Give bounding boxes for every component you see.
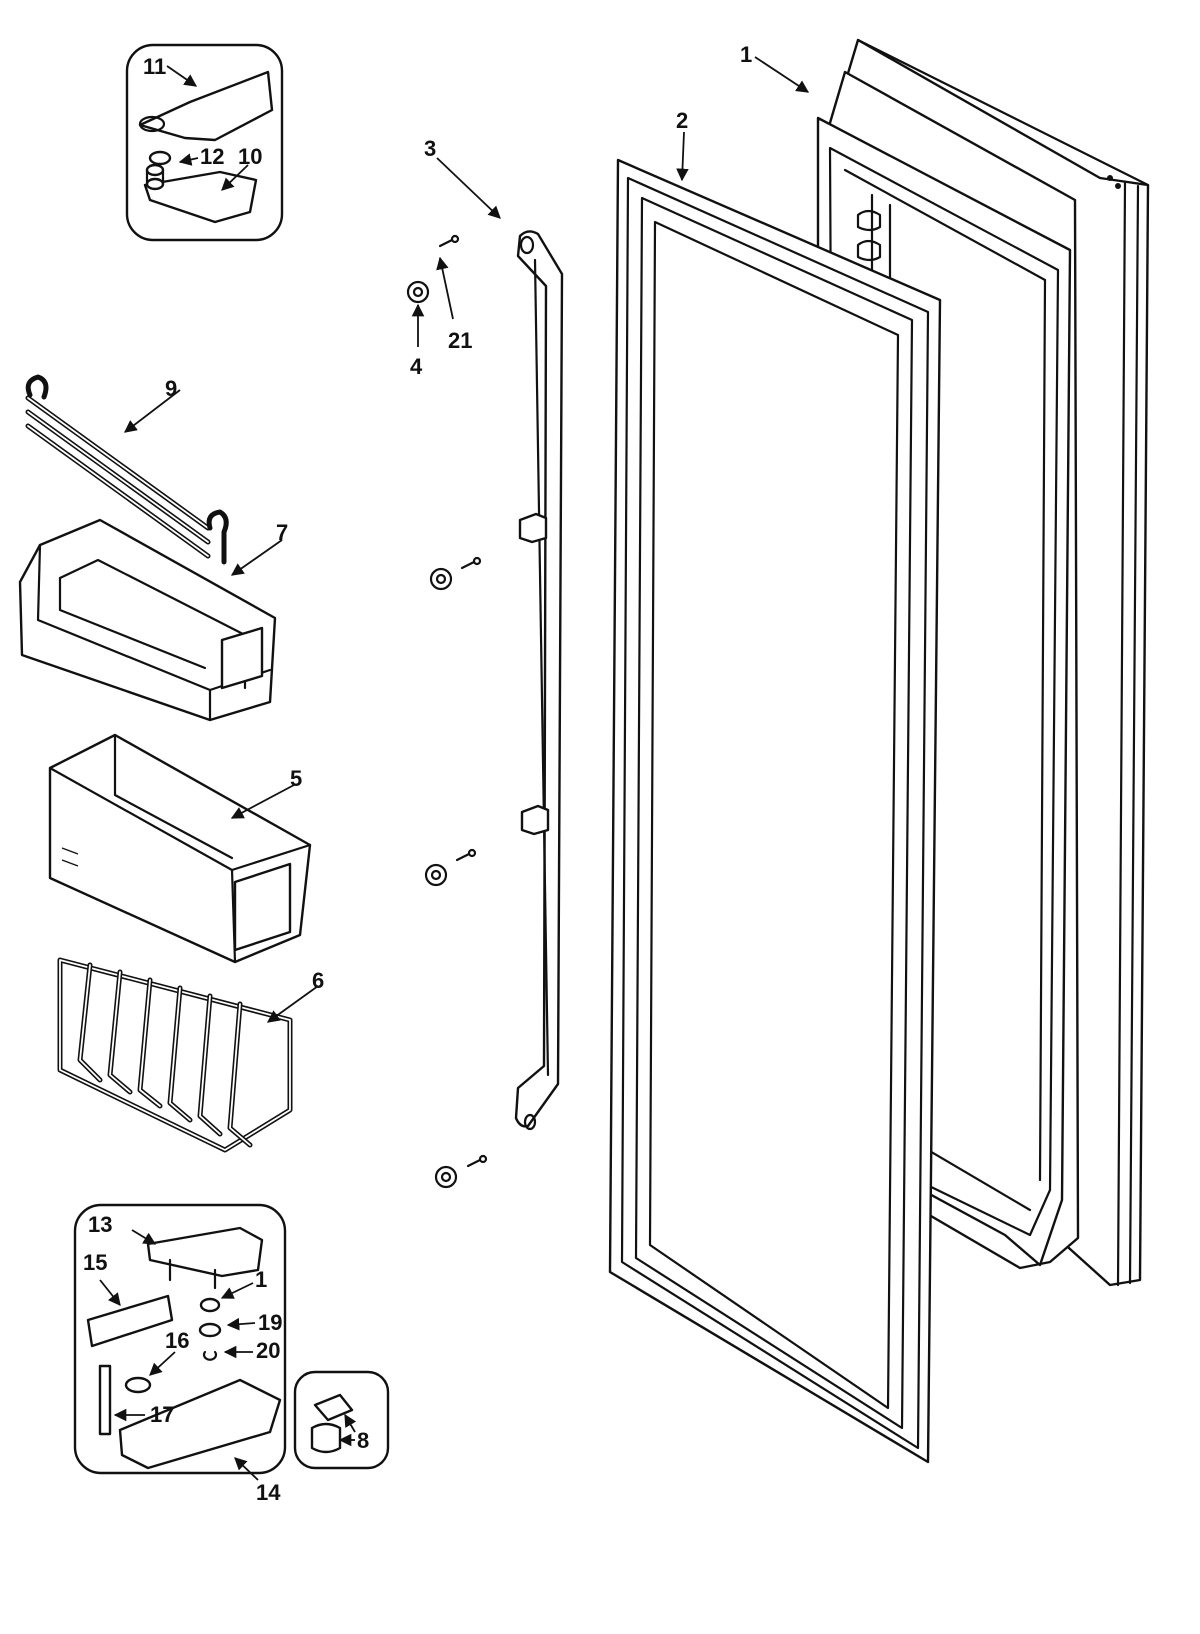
label-4: 4 (410, 354, 423, 379)
label-3: 3 (424, 136, 436, 161)
label-10: 10 (238, 144, 262, 169)
label-19: 19 (258, 1310, 282, 1335)
label-5: 5 (290, 766, 302, 791)
label-17: 17 (150, 1402, 174, 1427)
label-1: 1 (740, 42, 752, 67)
dairy-bin (48, 733, 312, 964)
label-20: 20 (256, 1338, 280, 1363)
label-11: 11 (143, 54, 166, 79)
door-bin (18, 518, 277, 722)
part-number-labels: 1 2 3 4 21 9 7 5 6 11 12 10 13 15 1 19 1… (83, 42, 752, 1505)
wire-basket (57, 957, 293, 1153)
wire-door-bar (25, 374, 229, 565)
leader-arrows (99, 56, 810, 1481)
label-15: 15 (83, 1250, 107, 1275)
label-21: 21 (448, 328, 472, 353)
label-7: 7 (276, 520, 288, 545)
label-12: 12 (200, 144, 224, 169)
bottom-hinge-kit-box (73, 1203, 287, 1475)
label-6: 6 (312, 968, 324, 993)
label-9: 9 (165, 376, 177, 401)
door-gasket (608, 158, 942, 1464)
label-2: 2 (676, 108, 688, 133)
door-handle (514, 230, 564, 1131)
label-14: 14 (256, 1480, 281, 1505)
label-16: 16 (165, 1328, 189, 1353)
handle-spacers-and-screws (406, 234, 488, 1189)
door-stop-kit-box (293, 1370, 390, 1470)
label-1b: 1 (255, 1267, 267, 1292)
label-8: 8 (357, 1428, 369, 1453)
label-13: 13 (88, 1212, 112, 1237)
